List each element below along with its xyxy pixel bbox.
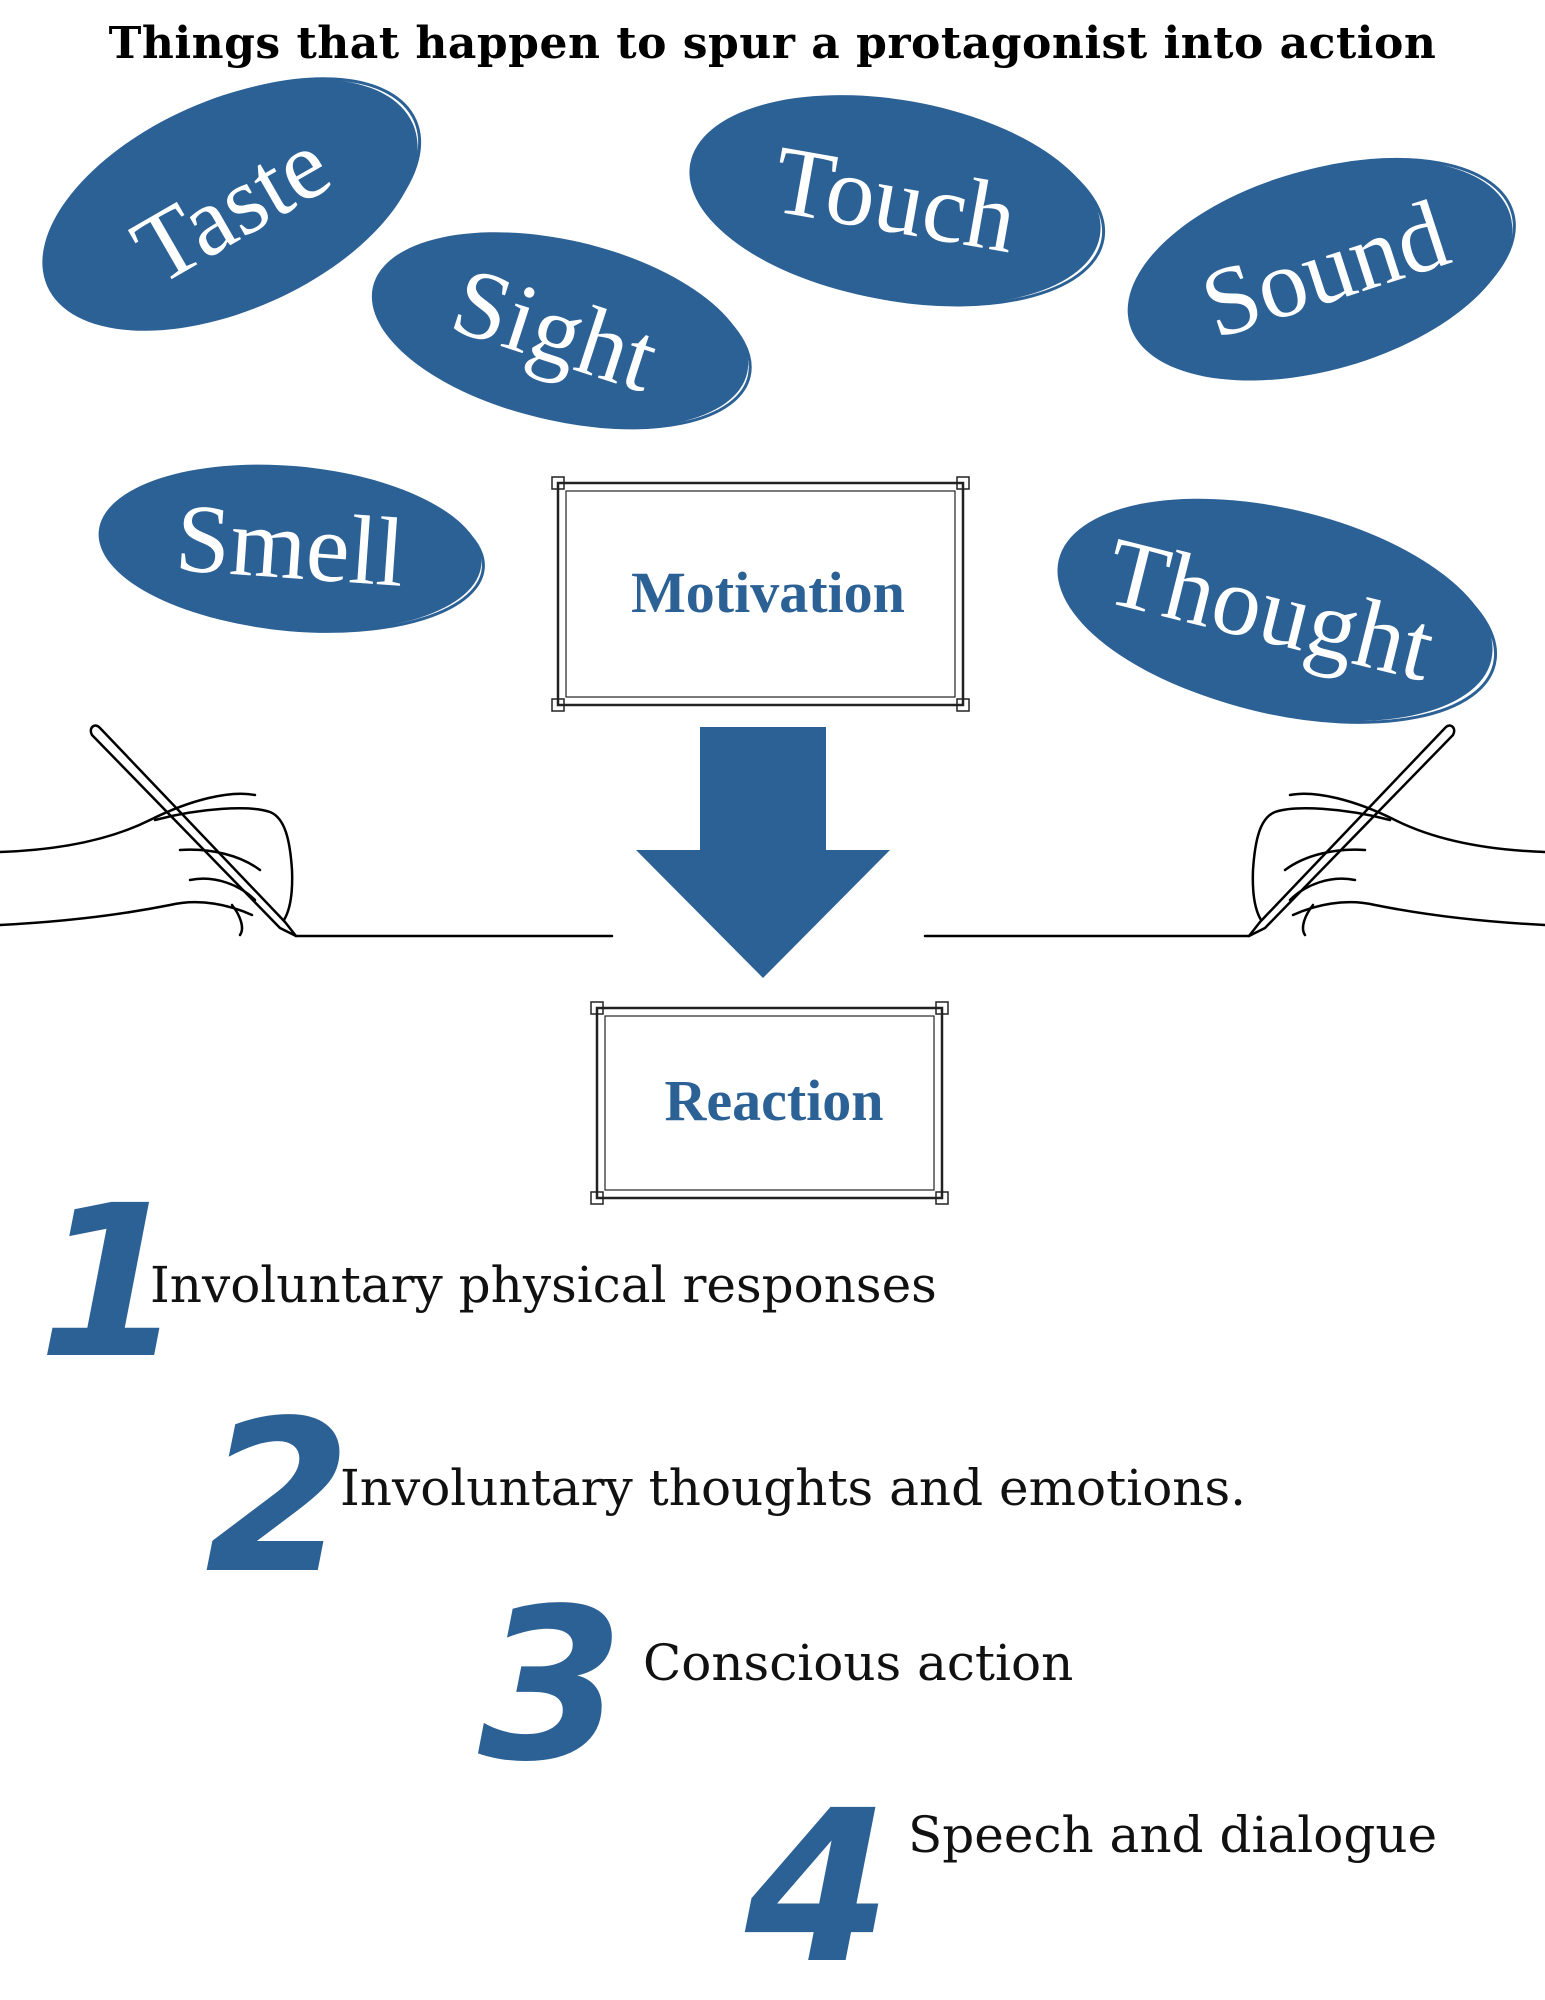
sense-label-smell: Smell: [172, 484, 408, 608]
step-3: 3 Conscious action: [478, 1563, 1073, 1808]
motivation-label: Motivation: [631, 560, 905, 625]
sense-oval-taste: Taste: [42, 77, 422, 331]
step-number-1: 1: [38, 1160, 184, 1405]
page-title: Things that happen to spur a protagonist…: [108, 18, 1437, 69]
sense-oval-touch: Touch: [689, 95, 1106, 307]
motivation-box: Motivation: [551, 476, 970, 712]
step-text-4: Speech and dialogue: [908, 1806, 1437, 1864]
reaction-box: Reaction: [590, 1001, 949, 1205]
down-arrow-icon: [636, 727, 890, 978]
sense-oval-sight: Sight: [371, 232, 752, 430]
step-number-4: 4: [744, 1765, 891, 2000]
hand-writing-right-icon: [923, 724, 1545, 938]
step-text-1: Involuntary physical responses: [150, 1256, 937, 1314]
sense-oval-sound: Sound: [1127, 157, 1516, 381]
step-number-2: 2: [205, 1375, 351, 1620]
sense-oval-thought: Thought: [1057, 498, 1498, 724]
step-text-3: Conscious action: [643, 1634, 1073, 1692]
reaction-label: Reaction: [664, 1068, 883, 1133]
step-2: 2 Involuntary thoughts and emotions.: [205, 1375, 1246, 1620]
hand-writing-left-icon: [0, 724, 614, 938]
step-text-2: Involuntary thoughts and emotions.: [340, 1459, 1246, 1517]
step-number-3: 3: [478, 1563, 624, 1808]
step-4: 4 Speech and dialogue: [744, 1765, 1437, 2000]
sense-oval-smell: Smell: [98, 464, 485, 633]
step-1: 1 Involuntary physical responses: [38, 1160, 937, 1405]
